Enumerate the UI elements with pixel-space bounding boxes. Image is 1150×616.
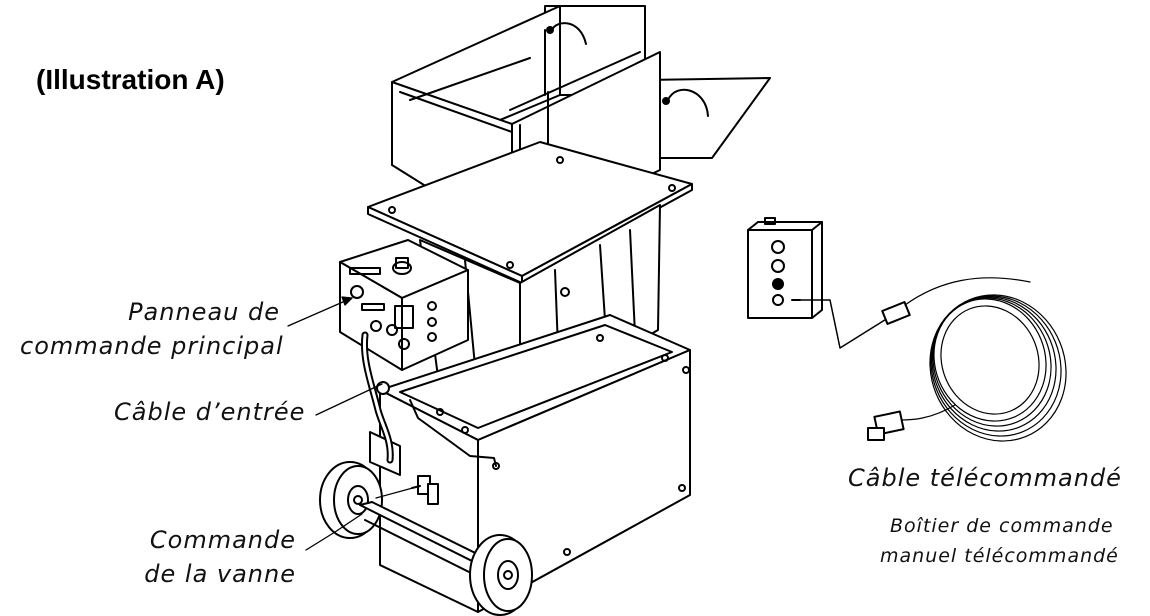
label-valve-control-line2: de la vanne (144, 560, 296, 588)
label-remote-box-line1: Boîtier de commande (890, 515, 1114, 537)
remote-cable-coil (799, 277, 1067, 442)
lower-cabinet (369, 314, 691, 613)
remote-control-box (747, 217, 823, 319)
illustration-title: (Illustration A) (36, 64, 225, 95)
wheel-left (319, 461, 383, 539)
leader-lines (287, 296, 421, 551)
label-remote-cable: Câble télécommandé (848, 464, 1122, 492)
label-control-panel-line1: Panneau de (128, 298, 280, 326)
label-control-panel-line2: commande principal (20, 332, 284, 360)
main-control-panel (339, 239, 469, 371)
label-input-cable: Câble d’entrée (114, 398, 306, 426)
label-valve-control-line1: Commande (149, 526, 296, 554)
label-remote-box-line2: manuel télécommandé (880, 545, 1119, 567)
wheel-right (469, 534, 533, 616)
